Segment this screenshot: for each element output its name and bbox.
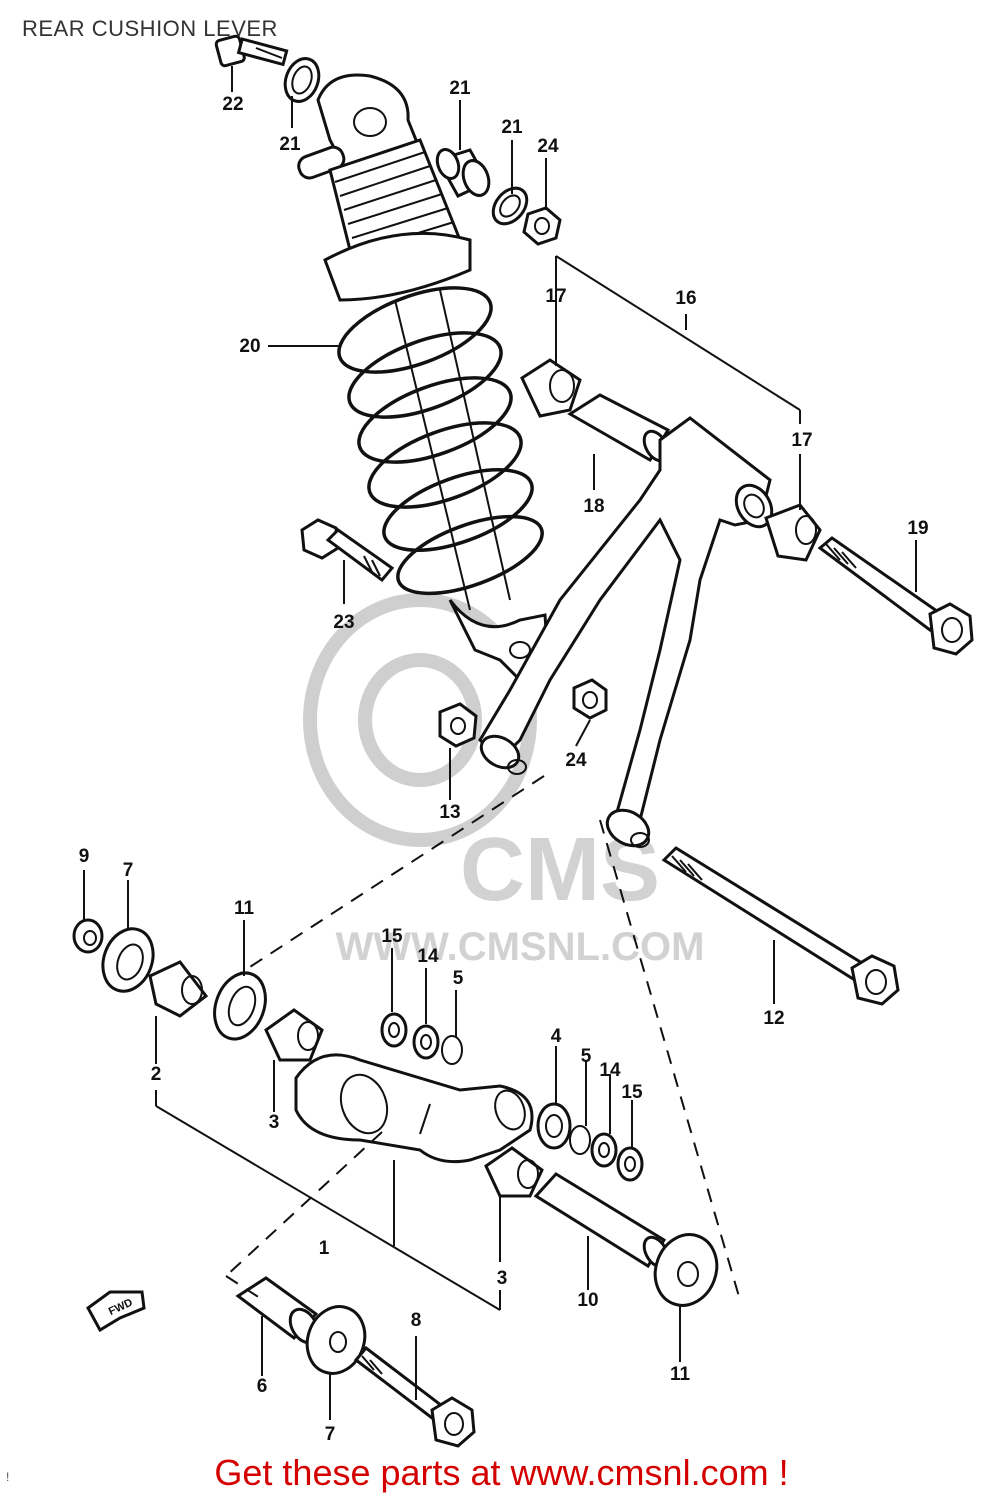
nut-24-mid xyxy=(572,678,608,720)
callout-10: 10 xyxy=(577,1290,598,1311)
callout-15: 15 xyxy=(621,1082,643,1103)
callout-17: 17 xyxy=(791,430,812,451)
ring-5-right xyxy=(569,1125,591,1155)
callout-24: 24 xyxy=(537,136,559,157)
bolt-19 xyxy=(817,536,974,656)
bolt-12 xyxy=(661,846,900,1006)
callout-15: 15 xyxy=(381,926,403,947)
callout-7: 7 xyxy=(123,860,134,881)
spacer-10 xyxy=(533,1172,670,1269)
ring-5-top xyxy=(441,1035,463,1065)
cushion-lever-16 xyxy=(478,416,774,848)
seal-7-left xyxy=(101,927,155,993)
callout-7: 7 xyxy=(325,1424,336,1445)
bearing-17-left xyxy=(520,358,582,418)
callout-23: 23 xyxy=(333,612,354,633)
callout-11: 11 xyxy=(234,898,255,919)
callout-21: 21 xyxy=(501,117,523,138)
seal-14-top xyxy=(412,1024,440,1060)
bolt-8 xyxy=(353,1345,476,1448)
bolt-22 xyxy=(214,34,289,68)
bearing-4 xyxy=(536,1102,572,1150)
bearing-17-right xyxy=(764,503,822,562)
collar-21 xyxy=(435,147,491,198)
spacer-18 xyxy=(567,393,671,463)
washer-15-right xyxy=(616,1146,644,1182)
watermark-text: WWW.CMSNL.COM xyxy=(336,925,705,969)
washer-11-lower xyxy=(653,1233,719,1307)
callout-12: 12 xyxy=(763,1008,784,1029)
link-1 xyxy=(294,1053,534,1164)
callout-19: 19 xyxy=(907,518,928,539)
fwd-arrow-icon: FWD xyxy=(86,1290,146,1333)
seal-14-right xyxy=(590,1132,618,1168)
callout-3: 3 xyxy=(269,1112,280,1133)
callout-18: 18 xyxy=(583,496,604,517)
callout-24: 24 xyxy=(565,750,587,771)
watermark: CMS WWW.CMSNL.COM xyxy=(303,593,705,969)
washer-21-left xyxy=(283,57,321,103)
bearing-2 xyxy=(148,960,209,1018)
shock-absorber-20 xyxy=(297,73,550,682)
nut-24-top xyxy=(522,206,562,246)
nut-13 xyxy=(438,702,478,748)
callout-11: 11 xyxy=(670,1364,691,1385)
callout-3: 3 xyxy=(497,1268,508,1289)
callout-14: 14 xyxy=(417,946,439,967)
callout-5: 5 xyxy=(453,968,464,989)
corner-mark: ! xyxy=(6,1470,10,1484)
bearing-3-left xyxy=(264,1008,324,1062)
callout-6: 6 xyxy=(257,1376,268,1397)
callout-1: 1 xyxy=(319,1238,330,1259)
footer-link-text[interactable]: Get these parts at www.cmsnl.com ! xyxy=(214,1452,789,1493)
callout-21: 21 xyxy=(449,78,471,99)
washer-21-right xyxy=(491,186,529,226)
callout-21: 21 xyxy=(279,134,301,155)
callout-14: 14 xyxy=(599,1060,621,1081)
callout-22: 22 xyxy=(222,94,243,115)
callout-5: 5 xyxy=(581,1046,592,1067)
washer-15-top xyxy=(380,1012,408,1048)
bolt-23 xyxy=(300,518,395,583)
washer-7-bottom xyxy=(305,1305,367,1375)
callout-17: 17 xyxy=(545,286,566,307)
leader-lines xyxy=(83,66,917,1420)
callout-20: 20 xyxy=(239,336,260,357)
callout-2: 2 xyxy=(151,1064,162,1085)
seal-11-left xyxy=(213,971,267,1041)
callout-4: 4 xyxy=(551,1026,562,1047)
callouts: 22 21 21 21 24 20 17 16 17 18 19 23 24 1… xyxy=(79,78,929,1445)
callout-16: 16 xyxy=(675,288,696,309)
callout-8: 8 xyxy=(411,1310,422,1331)
washer-9 xyxy=(72,918,104,954)
callout-13: 13 xyxy=(439,802,460,823)
callout-9: 9 xyxy=(79,846,90,867)
bearing-3-lower xyxy=(484,1146,544,1198)
